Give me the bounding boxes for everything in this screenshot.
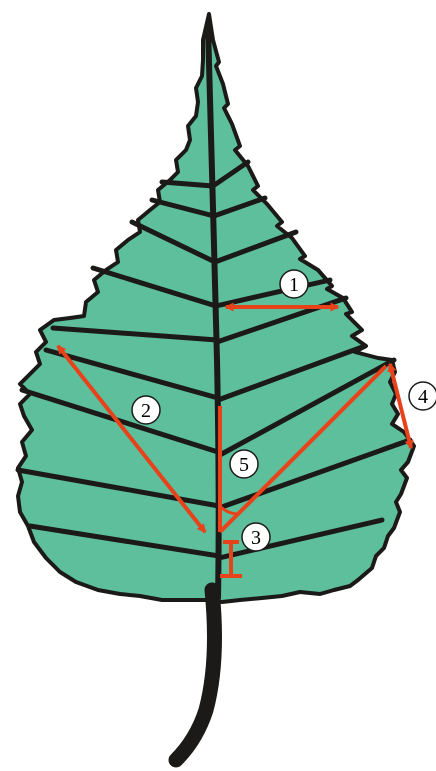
marker-4-label: 4 [418,386,428,408]
marker-2-label: 2 [141,400,151,422]
marker-3: 3 [242,523,270,551]
marker-5-label: 5 [239,454,249,476]
marker-5: 5 [230,450,258,478]
marker-3-label: 3 [251,527,261,549]
marker-1-label: 1 [289,274,299,296]
marker-1: 1 [280,270,308,298]
marker-2: 2 [132,396,160,424]
marker-4: 4 [409,382,436,410]
leaf-petiole [176,590,214,760]
